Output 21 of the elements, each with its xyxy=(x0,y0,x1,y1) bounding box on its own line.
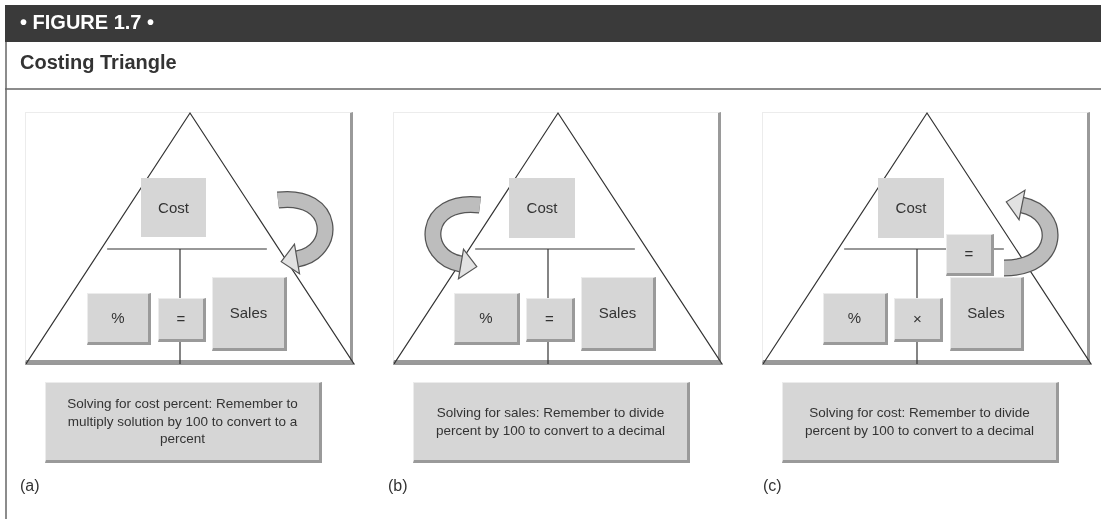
figure-title: Costing Triangle xyxy=(20,51,177,74)
term-box: % xyxy=(454,293,520,345)
panel-label: (b) xyxy=(388,477,408,495)
term-box: = xyxy=(158,298,206,342)
term-box: Cost xyxy=(509,178,575,238)
panel-label: (a) xyxy=(20,477,40,495)
term-box: % xyxy=(823,293,888,345)
term-box: × xyxy=(894,298,943,342)
note-box: Solving for sales: Remember to divide percent by 100 to convert to a decimal xyxy=(413,382,690,463)
note-box: Solving for cost: Remember to divide percent by 100 to convert to a decimal xyxy=(782,382,1059,463)
term-box: % xyxy=(87,293,151,345)
term-box: Sales xyxy=(950,277,1024,351)
figure-number: • FIGURE 1.7 • xyxy=(20,11,155,34)
term-box: Sales xyxy=(212,277,287,351)
term-box: = xyxy=(946,234,994,276)
term-box: Cost xyxy=(141,178,206,237)
term-box: Sales xyxy=(581,277,656,351)
term-box: = xyxy=(526,298,575,342)
note-box: Solving for cost percent: Remember to multiply solution by 100 to convert to a percent xyxy=(45,382,322,463)
panel-label: (c) xyxy=(763,477,782,495)
term-box: Cost xyxy=(878,178,944,238)
